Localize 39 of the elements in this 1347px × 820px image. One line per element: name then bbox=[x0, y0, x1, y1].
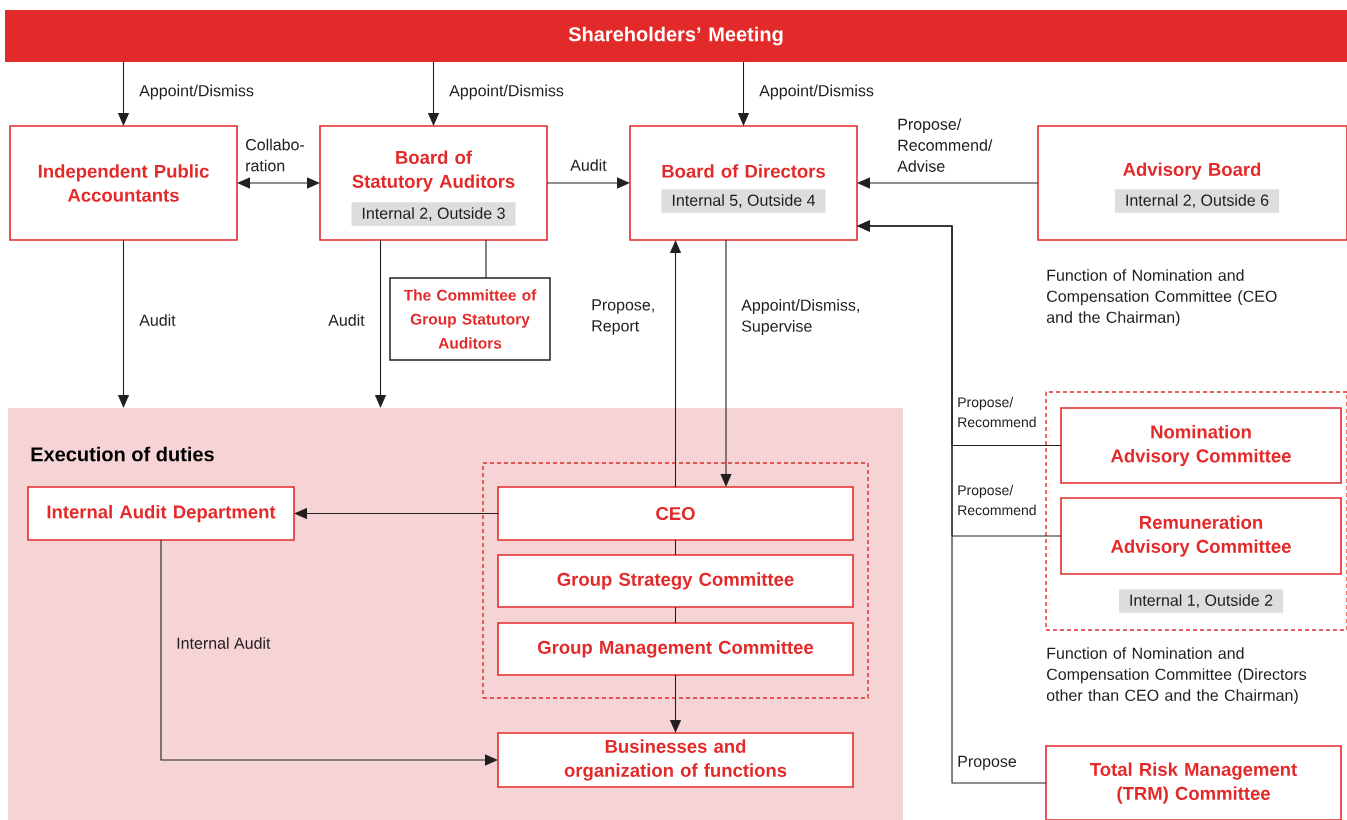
org-box: Businesses and organization of functions bbox=[497, 732, 854, 788]
member-count-label: Internal 2, Outside 3 bbox=[351, 202, 516, 226]
edge-label: Audit bbox=[570, 159, 607, 171]
title-banner: Shareholders’ Meeting bbox=[5, 10, 1347, 62]
org-box: Internal Audit Department bbox=[27, 486, 295, 541]
dashed-group-frame bbox=[482, 462, 869, 699]
edge-label: Propose/ Recommend/ Advise bbox=[897, 118, 993, 172]
note-text: Function of Nomination and Compensation Committee (Directors other than CEO and the Chairman) bbox=[1046, 647, 1307, 705]
org-box: CEO bbox=[497, 486, 854, 541]
note-text: Function of Nomination and Compensation Committee (CEO and the Chairman) bbox=[1046, 269, 1277, 327]
edge-label: Propose, Report bbox=[592, 299, 654, 335]
edge-label: Appoint/Dismiss bbox=[449, 84, 564, 100]
org-box: Remuneration Advisory Committee bbox=[1060, 497, 1342, 575]
arrow bbox=[237, 177, 320, 189]
edge-label: Appoint/Dismiss bbox=[139, 84, 254, 100]
org-box: Total Risk Management (TRM) Committee bbox=[1045, 745, 1342, 820]
arrow bbox=[857, 220, 1047, 784]
edge-label: Internal Audit bbox=[177, 637, 271, 649]
member-count-label: Internal 5, Outside 4 bbox=[661, 189, 826, 213]
edge-label: Audit bbox=[328, 314, 365, 326]
committee-box: The Committee of Group Statutory Auditors bbox=[389, 277, 551, 361]
org-box: Nomination Advisory Committee bbox=[1060, 407, 1342, 484]
arrow bbox=[720, 239, 732, 487]
member-count-label: Internal 1, Outside 2 bbox=[1118, 589, 1284, 613]
edge-label: Propose/ Recommend bbox=[958, 484, 1036, 516]
org-box: Group Management Committee bbox=[497, 622, 854, 676]
edge-label: Appoint/Dismiss bbox=[759, 84, 874, 100]
arrow bbox=[857, 177, 1039, 189]
edge-label: Audit bbox=[139, 314, 176, 326]
arrow bbox=[160, 539, 498, 766]
section-heading: Execution of duties bbox=[31, 446, 214, 462]
edge-label: Propose/ Recommend bbox=[958, 396, 1036, 428]
edge-label: Collabo-ration bbox=[246, 138, 305, 172]
edge-label: Appoint/Dismiss, Supervise bbox=[741, 299, 859, 335]
member-count-label: Internal 2, Outside 6 bbox=[1114, 189, 1280, 213]
org-box: Independent Public Accountants bbox=[9, 125, 238, 241]
edge-label: Propose bbox=[958, 755, 1017, 771]
org-box: Group Strategy Committee bbox=[497, 554, 854, 608]
arrow bbox=[546, 177, 630, 189]
